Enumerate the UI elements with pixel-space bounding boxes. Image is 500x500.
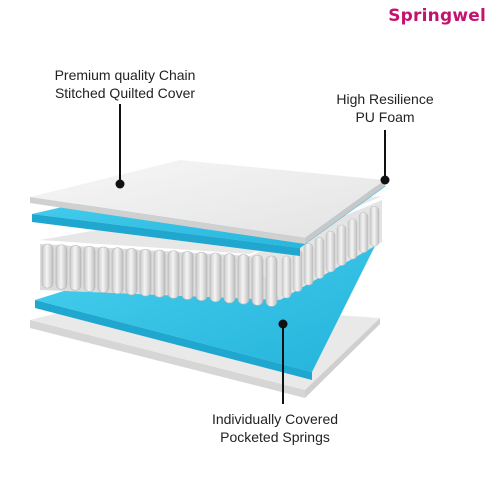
- brand-logo: Springwel: [388, 6, 486, 26]
- spring-coil: [70, 246, 81, 291]
- spring-coil: [348, 219, 357, 259]
- spring-coil: [326, 231, 335, 272]
- springs-callout-line1: Individually Covered: [195, 410, 355, 428]
- spring-coil: [293, 250, 302, 292]
- spring-coil: [56, 245, 67, 289]
- spring-coil: [304, 244, 313, 285]
- spring-coil: [252, 255, 263, 305]
- spring-coil: [126, 249, 137, 295]
- spring-coil: [370, 206, 379, 246]
- cover-callout-line2: Stitched Quilted Cover: [30, 84, 220, 102]
- spring-coil: [238, 255, 249, 305]
- cover-callout-label: Premium quality Chain Stitched Quilted C…: [30, 66, 220, 102]
- spring-coil: [282, 256, 291, 298]
- spring-coil: [315, 237, 324, 278]
- spring-coil: [359, 213, 368, 253]
- foam-callout-line: [381, 130, 390, 185]
- springs-callout-line2: Pocketed Springs: [195, 428, 355, 446]
- spring-coil: [266, 256, 277, 306]
- spring-coil: [337, 225, 346, 266]
- foam-callout-label: High Resilience PU Foam: [310, 90, 460, 126]
- foam-callout-line2: PU Foam: [310, 108, 460, 126]
- cover-callout-line1: Premium quality Chain: [30, 66, 220, 84]
- spring-coil: [168, 251, 179, 299]
- spring-coil: [154, 250, 165, 297]
- spring-coil: [210, 253, 221, 302]
- spring-coil: [196, 252, 207, 300]
- spring-coil: [42, 244, 53, 288]
- spring-coil: [182, 252, 193, 300]
- spring-coil: [98, 247, 109, 293]
- foam-callout-line1: High Resilience: [310, 90, 460, 108]
- spring-coil: [224, 254, 235, 303]
- spring-coil: [140, 249, 151, 296]
- springs-callout-label: Individually Covered Pocketed Springs: [195, 410, 355, 446]
- spring-coil: [112, 248, 123, 294]
- spring-coil: [84, 246, 95, 291]
